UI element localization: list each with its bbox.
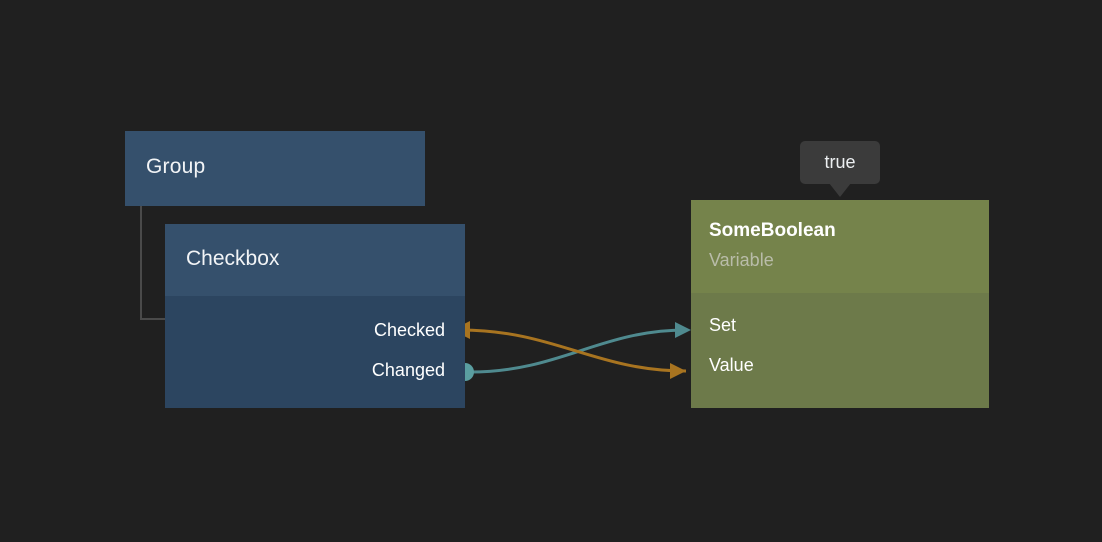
node-someboolean-header: SomeBoolean Variable [691,200,989,293]
tooltip-pointer-icon [829,183,851,197]
edge-value-to-checked-arrowhead [670,363,686,379]
edge-changed-to-set-arrowhead [675,322,691,338]
edge-changed-to-set [469,328,687,374]
value-tooltip: true [800,141,880,197]
node-checkbox-header: Checkbox [165,224,465,296]
group-title: Group [146,155,206,178]
port-value[interactable]: Value [691,345,989,385]
node-someboolean-subtitle: Variable [709,250,774,270]
node-someboolean-ports: Set Value [691,293,989,385]
port-checked[interactable]: Checked [165,310,465,350]
port-set-label: Set [709,315,737,335]
node-someboolean-title: SomeBoolean [709,220,836,241]
port-changed-label: Changed [371,360,445,380]
node-checkbox[interactable]: Checkbox Checked Changed [165,224,465,408]
node-checkbox-title: Checkbox [186,247,280,270]
group-child-connector [140,206,168,320]
edge-value-to-checked [459,328,687,373]
port-value-label: Value [709,355,754,375]
group-node[interactable]: Group [125,131,425,206]
value-tooltip-text: true [824,152,856,172]
node-someboolean[interactable]: SomeBoolean Variable Set Value [691,200,989,408]
port-set[interactable]: Set [691,305,989,345]
port-changed[interactable]: Changed [165,350,465,390]
port-checked-label: Checked [373,320,445,340]
node-checkbox-ports: Checked Changed [165,296,465,390]
